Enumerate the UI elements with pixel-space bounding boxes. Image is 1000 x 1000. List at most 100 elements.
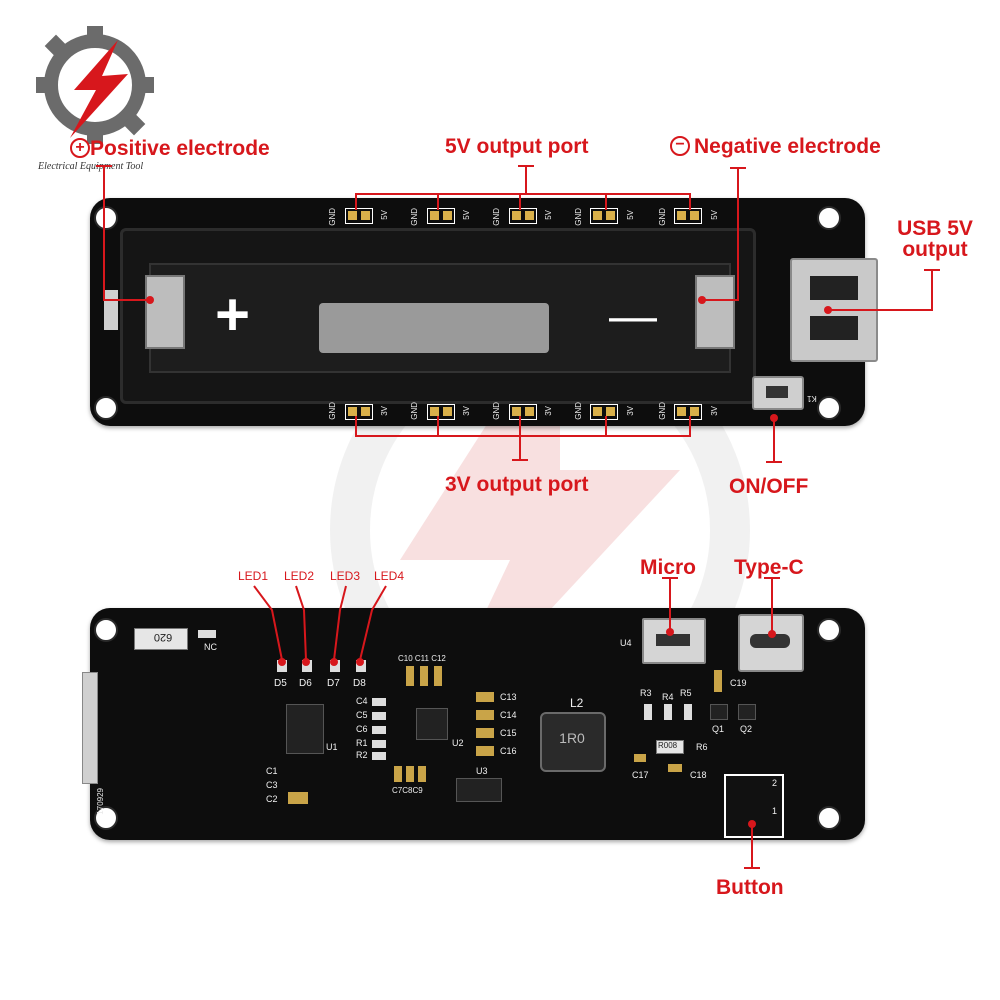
silk-c7-c9: C7C8C9 xyxy=(392,786,423,795)
micro-label: Micro xyxy=(640,556,697,579)
c10-cap xyxy=(406,666,414,686)
u2-ic xyxy=(416,708,448,740)
r2-pad xyxy=(372,752,386,760)
header-3v-2[interactable] xyxy=(427,404,455,420)
c14-cap xyxy=(476,710,494,720)
r3-pad xyxy=(644,704,652,720)
battery-minus-symbol: — xyxy=(609,290,657,343)
silk-c3: C3 xyxy=(266,780,278,790)
usb-a-underside xyxy=(82,672,98,784)
mount-hole xyxy=(94,206,118,230)
c12-cap xyxy=(434,666,442,686)
micro-usb-slot xyxy=(656,634,690,646)
silk-r6: R6 xyxy=(696,742,708,752)
silk-l2: L2 xyxy=(570,696,584,710)
type-c-label: Type-C xyxy=(734,556,804,579)
mount-hole xyxy=(817,396,841,420)
led2-label: LED2 xyxy=(284,569,315,583)
silk-c16: C16 xyxy=(500,746,517,756)
led-d7 xyxy=(330,660,340,672)
silk-btn-2: 2 xyxy=(772,778,778,788)
silk-d7: D7 xyxy=(327,678,340,689)
silk-c14: C14 xyxy=(500,710,517,720)
mount-hole xyxy=(94,806,118,830)
silk-q2: Q2 xyxy=(740,724,753,734)
mount-hole xyxy=(94,618,118,642)
header-5v-5[interactable] xyxy=(674,208,702,224)
r008-resistor xyxy=(656,740,684,754)
u3-ic xyxy=(456,778,502,802)
silk-r1: R1 xyxy=(356,738,368,748)
c8-cap xyxy=(406,766,414,782)
battery-plus-symbol: + xyxy=(215,281,251,348)
led-d6 xyxy=(302,660,312,672)
c16-cap xyxy=(476,746,494,756)
silk-d6: D6 xyxy=(299,678,312,689)
led-d8 xyxy=(356,660,366,672)
micro-usb-port[interactable] xyxy=(642,618,706,664)
logo-text: Electrical Equipment Tool xyxy=(38,161,144,172)
silk-c5: C5 xyxy=(356,710,368,720)
led3-label: LED3 xyxy=(330,569,361,583)
l2-inductor xyxy=(540,712,606,772)
gear-bolt-logo-icon xyxy=(36,26,154,144)
silk-c10-c12: C10 C11 C12 xyxy=(398,654,446,663)
led4-label: LED4 xyxy=(374,569,405,583)
r5-pad xyxy=(684,704,692,720)
silk-u2: U2 xyxy=(452,738,464,748)
header-3v-5[interactable] xyxy=(674,404,702,420)
mount-hole xyxy=(817,618,841,642)
header-3v-4[interactable] xyxy=(590,404,618,420)
silk-d8: D8 xyxy=(353,678,366,689)
silk-r2: R2 xyxy=(356,750,368,760)
mount-hole xyxy=(817,206,841,230)
silk-c2: C2 xyxy=(266,794,278,804)
port-5v-label: 5V output port xyxy=(445,135,589,158)
silk-c6: C6 xyxy=(356,724,368,734)
header-5v-1[interactable] xyxy=(345,208,373,224)
c2-cap xyxy=(288,792,308,804)
header-3v-3[interactable] xyxy=(509,404,537,420)
header-3v-1[interactable] xyxy=(345,404,373,420)
top-board: + — GND 5V GND 5V GND 5V GND 5V GND 5V G… xyxy=(90,198,878,426)
c18-cap xyxy=(668,764,682,772)
battery-holder: + — xyxy=(120,228,756,404)
positive-electrode-label: Positive electrode xyxy=(90,137,270,160)
power-switch[interactable] xyxy=(752,376,804,410)
minus-circle-icon: − xyxy=(670,136,690,156)
c15-cap xyxy=(476,728,494,738)
c4-pad xyxy=(372,698,386,706)
usb-5v-line2: output xyxy=(902,238,968,261)
button-label: Button xyxy=(716,876,784,899)
q1-transistor xyxy=(710,704,728,720)
silk-u3: U3 xyxy=(476,766,488,776)
bottom-board: 620 NC D5 D6 D7 D8 U1 C4 C5 C6 R1 R2 C1 … xyxy=(82,608,865,840)
nc-pad xyxy=(198,630,216,638)
r1-pad xyxy=(372,740,386,748)
port-3v-label: 3V output port xyxy=(445,473,589,496)
header-5v-2[interactable] xyxy=(427,208,455,224)
pcb-window xyxy=(319,303,549,353)
c6-pad xyxy=(372,726,386,734)
header-5v-3[interactable] xyxy=(509,208,537,224)
header-5v-4[interactable] xyxy=(590,208,618,224)
usb-a-slot xyxy=(810,316,858,340)
silk-c17: C17 xyxy=(632,770,649,780)
positive-clip xyxy=(145,275,185,349)
silk-c15: C15 xyxy=(500,728,517,738)
usb-5v-line1: USB 5V xyxy=(897,217,973,240)
silk-c13: C13 xyxy=(500,692,517,702)
brand-logo xyxy=(30,20,160,150)
resistor-620 xyxy=(134,628,188,650)
c5-pad xyxy=(372,712,386,720)
silk-r3: R3 xyxy=(640,688,652,698)
silk-c4: C4 xyxy=(356,696,368,706)
silk-c18: C18 xyxy=(690,770,707,780)
q2-transistor xyxy=(738,704,756,720)
silk-q1: Q1 xyxy=(712,724,725,734)
negative-clip xyxy=(695,275,735,349)
silk-c1: C1 xyxy=(266,766,278,776)
silk-c19: C19 xyxy=(730,678,747,688)
mount-hole xyxy=(817,806,841,830)
